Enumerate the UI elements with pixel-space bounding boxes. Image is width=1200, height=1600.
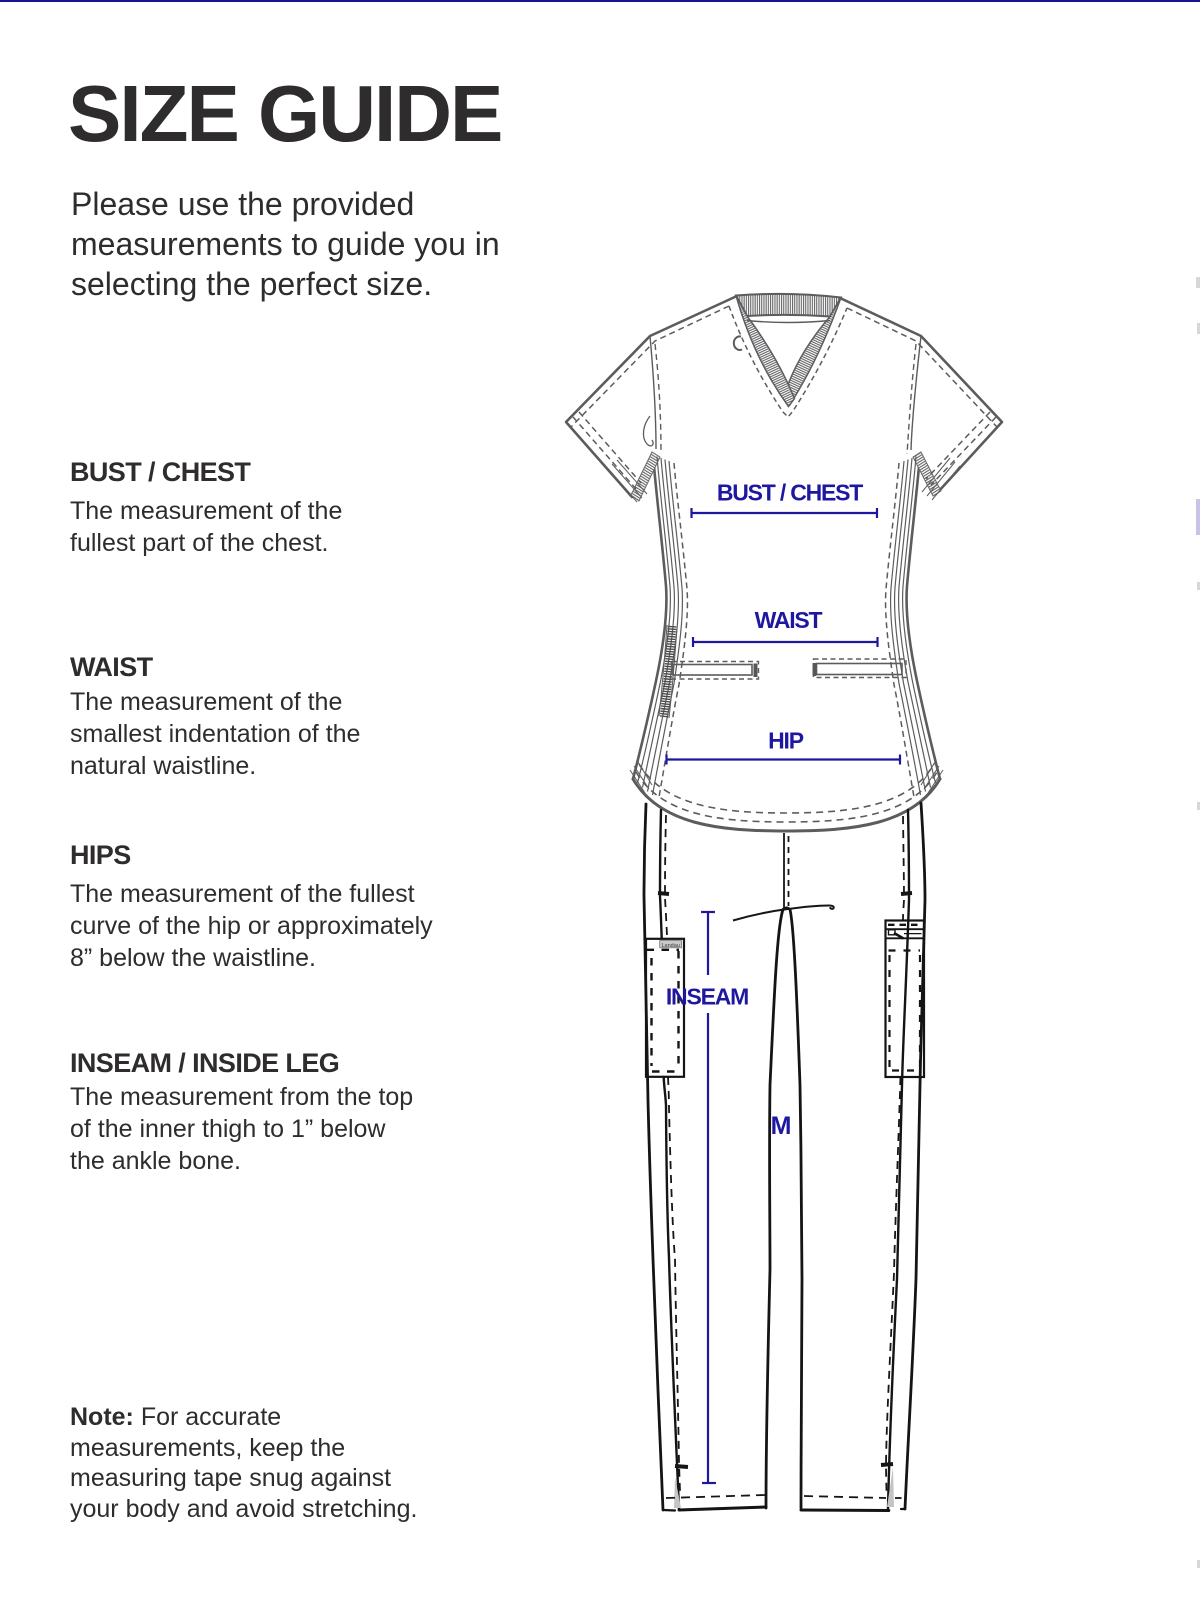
svg-text:INSEAM: INSEAM <box>666 984 748 1010</box>
svg-text:BUST / CHEST: BUST / CHEST <box>717 480 863 506</box>
svg-text:HIP: HIP <box>768 728 804 754</box>
svg-text:WAIST: WAIST <box>755 607 823 633</box>
svg-text:M: M <box>771 1112 792 1140</box>
svg-text:Landau: Landau <box>662 943 680 949</box>
